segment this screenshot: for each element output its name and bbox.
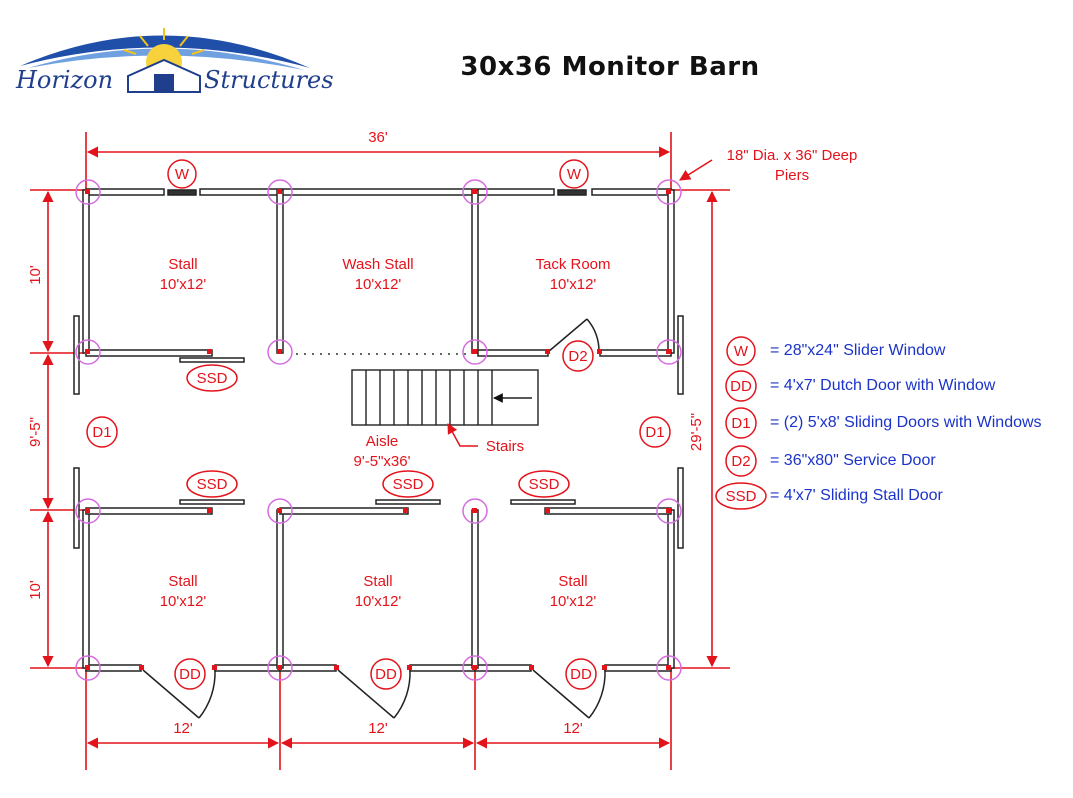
svg-text:W: W [734,343,749,360]
room-3-size: 10'x12' [550,276,597,293]
room-1-size: 10'x12' [160,276,207,293]
symbol-d2: D2 [562,340,594,372]
legend-symbol-d1: D1 [725,407,757,439]
room-2-name: Wash Stall [342,256,413,273]
legend-item-w: = 28"x24" Slider Window [770,336,945,366]
legend-text-dd: = 4'x7' Dutch Door with Window [770,377,996,394]
pier-note-line1: 18" Dia. x 36" Deep [727,147,858,164]
room-4-name: Stall [168,573,197,590]
dim-bottom-3: 12' [563,720,583,737]
symbol-ssd-1: SSD [186,364,238,392]
stairs-leader [447,423,478,447]
room-5-size: 10'x12' [355,593,402,610]
piers [75,179,682,681]
legend-symbol-ssd: SSD [715,482,767,510]
legend-text-d2: = 36"x80" Service Door [770,452,936,469]
room-1-name: Stall [168,256,197,273]
room-6-size: 10'x12' [550,593,597,610]
room-5-name: Stall [363,573,392,590]
symbol-ssd-2: SSD [186,470,238,498]
legend-item-ssd: = 4'x7' Sliding Stall Door [770,481,943,511]
legend-item-d2: = 36"x80" Service Door [770,446,936,476]
symbol-w-2: W [559,159,589,189]
door-swings [142,318,606,719]
aisle-size: 9'-5"x36' [354,453,411,470]
stairs-label: Stairs [486,438,524,455]
svg-text:D1: D1 [645,424,664,441]
symbol-dd-3: DD [565,658,597,690]
dimension-lines [30,132,730,770]
svg-text:D1: D1 [731,415,750,432]
dim-right-total: 29'-5" [688,413,705,451]
dim-left-bottom: 10' [27,580,44,600]
symbol-d1-right: D1 [639,416,671,448]
legend-symbol-dd: DD [725,370,757,402]
dim-bottom-2: 12' [368,720,388,737]
svg-text:SSD: SSD [726,488,757,505]
dim-left-mid: 9'-5" [27,417,44,447]
svg-text:W: W [567,166,582,183]
horizon-structures-logo: Horizon Structures [14,22,334,102]
logo-arc-icon [20,28,310,93]
svg-text:D2: D2 [731,453,750,470]
symbol-dd-2: DD [370,658,402,690]
legend-text-w: = 28"x24" Slider Window [770,342,946,359]
room-4-size: 10'x12' [160,593,207,610]
logo-word-horizon: Horizon [16,66,114,94]
symbol-w-1: W [167,159,197,189]
svg-text:W: W [175,166,190,183]
svg-text:D1: D1 [92,424,111,441]
legend-symbol-d2: D2 [725,445,757,477]
legend-item-d1: = (2) 5'x8' Sliding Doors with Windows [770,408,1042,438]
svg-text:DD: DD [375,666,397,683]
svg-text:D2: D2 [568,348,587,365]
aisle-name: Aisle [366,433,399,450]
symbol-ssd-3: SSD [382,470,434,498]
logo-word-structures: Structures [204,66,334,94]
legend-symbols: W DD D1 D2 SSD [715,336,767,510]
symbol-d1-left: D1 [86,416,118,448]
legend-item-dd: = 4'x7' Dutch Door with Window [770,371,995,401]
svg-text:DD: DD [179,666,201,683]
dim-bottom-1: 12' [173,720,193,737]
symbol-dd-1: DD [174,658,206,690]
room-6-name: Stall [558,573,587,590]
room-3-name: Tack Room [535,256,610,273]
svg-text:DD: DD [730,378,752,395]
svg-text:SSD: SSD [393,476,424,493]
legend-symbol-w: W [726,336,756,366]
svg-text:SSD: SSD [529,476,560,493]
svg-text:DD: DD [570,666,592,683]
legend-text-ssd: = 4'x7' Sliding Stall Door [770,487,943,504]
svg-text:SSD: SSD [197,370,228,387]
stairs-icon [351,369,539,426]
dim-left-top: 10' [27,265,44,285]
dim-top-width: 36' [368,129,388,146]
svg-text:SSD: SSD [197,476,228,493]
room-2-size: 10'x12' [355,276,402,293]
pier-note-line2: Piers [775,167,809,184]
page-title: 30x36 Monitor Barn [460,52,760,82]
legend-text-d1: = (2) 5'x8' Sliding Doors with Windows [770,414,1042,431]
symbol-ssd-4: SSD [518,470,570,498]
